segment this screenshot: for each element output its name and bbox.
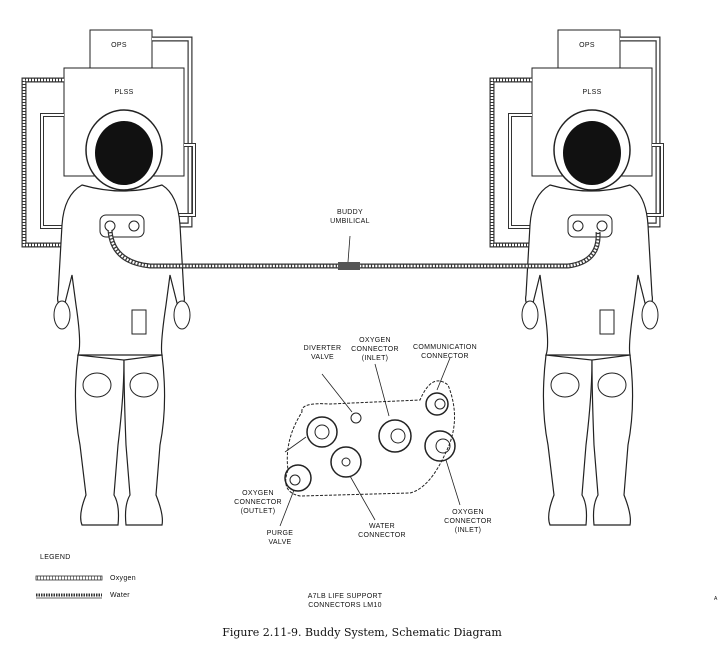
legend-title: LEGEND	[40, 554, 71, 561]
left-ops-label: OPS	[111, 42, 127, 49]
legend-oxygen-swatch	[35, 575, 103, 581]
connector-panel	[279, 357, 461, 527]
left-plss-label: PLSS	[114, 89, 134, 96]
left-astronaut	[24, 30, 194, 525]
buddy-umbilical-hose	[107, 229, 601, 270]
right-astronaut	[492, 30, 662, 525]
legend-oxygen-label: Oxygen	[110, 575, 136, 582]
right-ops-label: OPS	[579, 42, 595, 49]
right-plss-label: PLSS	[582, 89, 602, 96]
legend-water-label: Water	[110, 592, 130, 599]
legend-swatches	[35, 575, 103, 599]
figure-caption: Figure 2.11-9. Buddy System, Schematic D…	[222, 626, 502, 639]
margin-mark: A	[714, 596, 718, 602]
